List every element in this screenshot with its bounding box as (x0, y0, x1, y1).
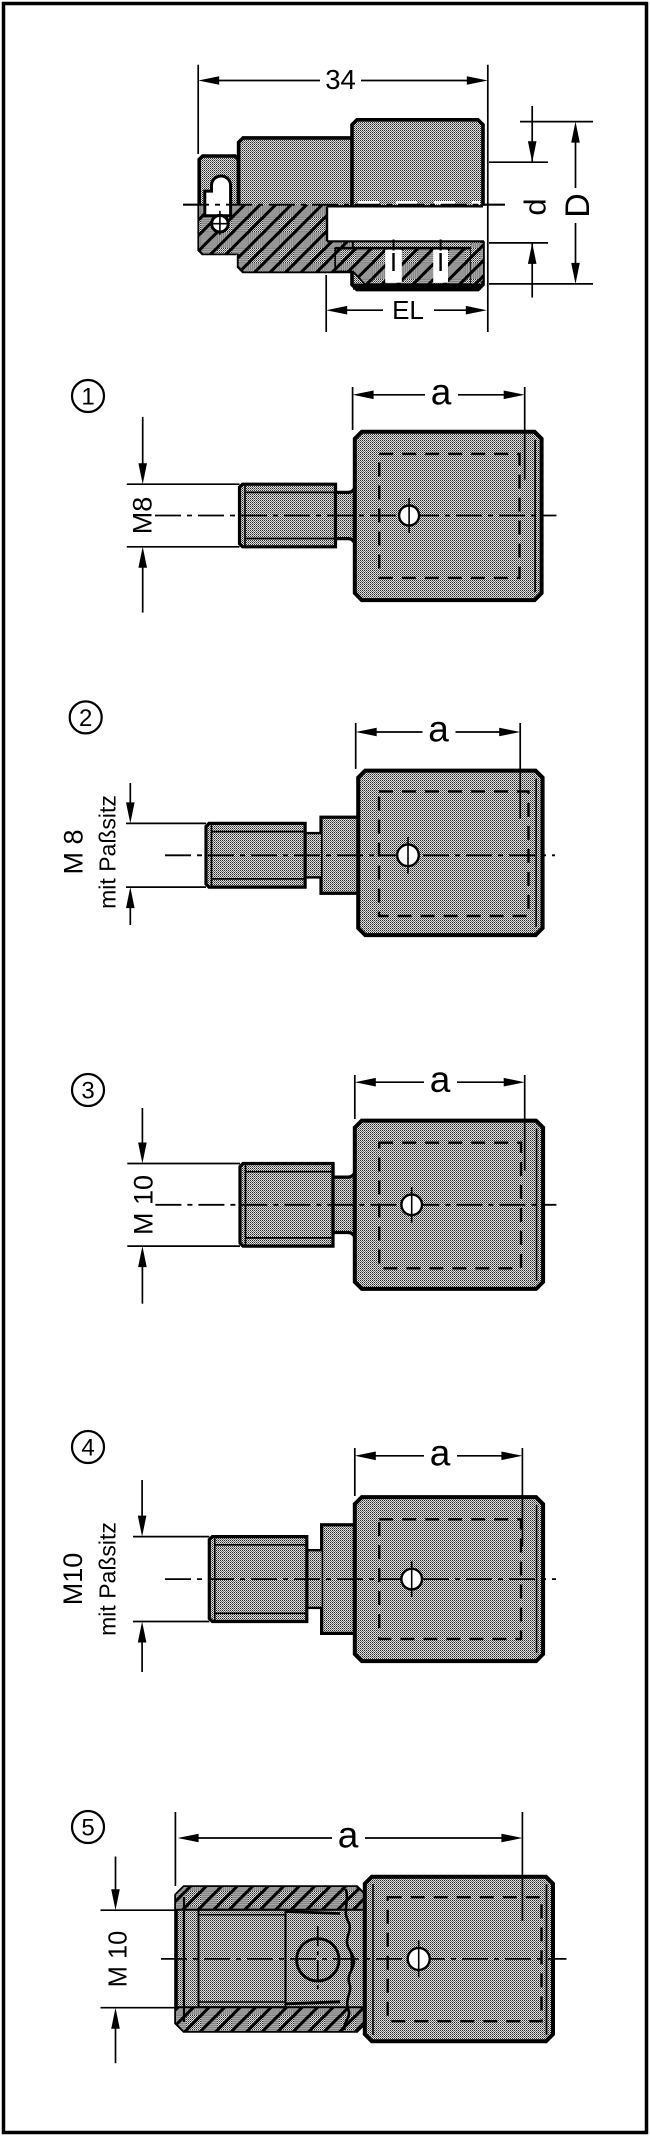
svg-text:D: D (559, 193, 597, 218)
svg-text:a: a (431, 372, 452, 413)
svg-text:M 8: M 8 (59, 829, 89, 874)
svg-text:2: 2 (79, 705, 92, 732)
svg-text:3: 3 (81, 1078, 94, 1105)
svg-text:1: 1 (81, 384, 94, 411)
svg-text:a: a (338, 1815, 359, 1856)
svg-text:mit Paßsitz: mit Paßsitz (95, 1522, 121, 1636)
svg-text:d: d (518, 198, 553, 215)
svg-text:M 10: M 10 (104, 1931, 132, 1988)
svg-text:M 10: M 10 (129, 1175, 159, 1235)
svg-text:a: a (428, 709, 449, 750)
svg-text:5: 5 (81, 1815, 94, 1842)
svg-text:a: a (430, 1433, 451, 1474)
svg-text:mit Paßsitz: mit Paßsitz (95, 795, 121, 909)
svg-text:M8: M8 (128, 497, 158, 535)
svg-text:34: 34 (325, 64, 356, 95)
svg-text:M10: M10 (58, 1553, 88, 1606)
svg-text:EL: EL (392, 295, 424, 325)
svg-text:4: 4 (81, 1435, 94, 1462)
svg-text:a: a (430, 1059, 451, 1100)
